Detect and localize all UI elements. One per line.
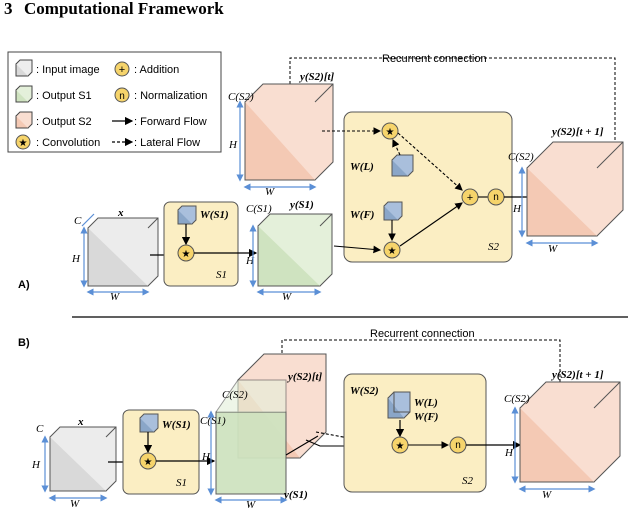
svg-text:★: ★ [182, 249, 191, 260]
panel-a-w3-label: W [265, 186, 275, 198]
panel-b-h-label: H [31, 459, 41, 471]
panel-a-wf-kernel [383, 201, 403, 221]
panel-a-label: A) [18, 279, 30, 291]
panel-a-forward-conv-node: ★ [383, 241, 401, 259]
panel-b-w3-label: W [542, 489, 552, 501]
legend: : Input image : Output S1 : Output S2 ★ … [7, 51, 222, 153]
panel-a-cs1-label: C(S1) [246, 203, 272, 215]
panel-a-lateral-conv-node: ★ [381, 122, 399, 140]
legend-input-label: : Input image [36, 64, 100, 76]
section-title: Computational Framework [24, 0, 224, 18]
legend-input-cube [15, 59, 33, 77]
panel-b-s1-label: S1 [176, 477, 187, 489]
panel-a-s1-conv-node: ★ [177, 244, 195, 262]
panel-a-s2-next-cube [526, 141, 624, 237]
panel-a-addition-node: + [461, 188, 479, 206]
panel-b-wl-label: W(L) [414, 397, 438, 409]
panel-b-ws1-kernel [139, 413, 159, 433]
panel-b-cs2b-label: C(S2) [504, 393, 530, 405]
panel-b-s2-next-cube [519, 381, 621, 483]
legend-conv-label: : Convolution [36, 137, 100, 149]
panel-a-ws1-kernel [177, 205, 197, 225]
panel-b-w-kernels [387, 391, 411, 419]
panel-a-ys2t1-label: y(S2)[t + 1] [550, 126, 604, 138]
panel-b-wf-label: W(F) [414, 411, 438, 423]
panel-b-h3-label: H [504, 447, 514, 459]
panel-a-s2-box [343, 111, 513, 263]
panel-b-conv-node: ★ [391, 436, 409, 454]
legend-convolution-node: ★ [15, 134, 31, 150]
section-number: 3 [4, 0, 13, 18]
legend-norm-label: : Normalization [134, 90, 207, 102]
legend-s1-cube [15, 85, 33, 103]
panel-b-w-label: W [70, 498, 80, 510]
panel-b: B) Recurrent connection x C H W S1 W(S1)… [18, 328, 621, 510]
panel-a-s1-cube [257, 213, 333, 287]
panel-a-wf-label: W(F) [350, 209, 374, 221]
panel-b-recurrent-label: Recurrent connection [370, 328, 475, 340]
panel-b-ys2t-label: y(S2)[t] [286, 371, 323, 383]
panel-a-input-cube [87, 217, 159, 287]
legend-forward-label: : Forward Flow [134, 116, 207, 128]
panel-b-s1-cube [215, 379, 287, 495]
svg-text:★: ★ [396, 441, 405, 452]
panel-a-h-label: H [71, 253, 81, 265]
panel-a-c-label: C [74, 215, 82, 227]
legend-lateral-label: : Lateral Flow [134, 137, 200, 149]
panel-a: A) Recurrent connection x C H W S1 W(S1)… [18, 53, 624, 303]
panel-a-s2-prev-cube [244, 83, 334, 181]
panel-b-s2-label: S2 [462, 475, 474, 487]
panel-a-h3-label: H [228, 139, 238, 151]
svg-text:n: n [455, 440, 461, 451]
panel-b-h2-label: H [201, 451, 211, 463]
panel-b-cs1-label: C(S1) [200, 415, 226, 427]
panel-a-wl-label: W(L) [350, 161, 374, 173]
svg-text:+: + [119, 64, 125, 76]
legend-s2-cube [15, 111, 33, 129]
svg-text:★: ★ [144, 457, 153, 468]
svg-text:★: ★ [19, 138, 28, 149]
panel-a-w2-label: W [282, 291, 292, 303]
panel-a-w4-label: W [548, 243, 558, 255]
panel-a-ys1-label: y(S1) [288, 199, 314, 211]
panel-a-ys2t-label: y(S2)[t] [298, 71, 335, 83]
panel-b-s2-box [343, 373, 487, 493]
legend-s1-label: : Output S1 [36, 90, 92, 102]
panel-b-x-label: x [77, 416, 84, 428]
panel-b-cs2-label: C(S2) [222, 389, 248, 401]
panel-b-input-cube [49, 426, 117, 492]
panel-a-cs2-label: C(S2) [228, 91, 254, 103]
panel-b-ws2-label: W(S2) [350, 385, 379, 397]
panel-b-w2-label: W [246, 499, 256, 510]
panel-a-recurrent-path [286, 57, 616, 145]
panel-a-cs2b-label: C(S2) [508, 151, 534, 163]
panel-b-label: B) [18, 337, 30, 349]
panel-b-c-label: C [36, 423, 44, 435]
svg-text:★: ★ [386, 127, 395, 138]
legend-add-label: : Addition [134, 64, 179, 76]
panel-a-h4-label: H [512, 203, 522, 215]
panel-a-recurrent-label: Recurrent connection [382, 53, 487, 65]
svg-text:★: ★ [388, 246, 397, 257]
panel-b-ys2t1-label: y(S2)[t + 1] [550, 369, 604, 381]
panel-b-norm-node: n [449, 436, 467, 454]
panel-b-ws1-label: W(S1) [162, 419, 191, 431]
legend-s2-label: : Output S2 [36, 116, 92, 128]
legend-addition-node: + [114, 61, 130, 77]
svg-text:n: n [493, 192, 499, 203]
panel-b-ys1-label: y(S1) [282, 489, 308, 501]
svg-text:n: n [119, 91, 125, 102]
panel-a-norm-node: n [487, 188, 505, 206]
panel-a-s1-label: S1 [216, 269, 227, 281]
panel-a-x-label: x [117, 207, 124, 219]
svg-text:+: + [467, 192, 473, 204]
panel-a-w-label: W [110, 291, 120, 303]
panel-a-wl-kernel [391, 154, 414, 177]
panel-b-s1-conv-node: ★ [139, 452, 157, 470]
panel-a-ws1-label: W(S1) [200, 209, 229, 221]
panel-a-s2-label: S2 [488, 241, 500, 253]
legend-norm-node: n [114, 87, 130, 103]
